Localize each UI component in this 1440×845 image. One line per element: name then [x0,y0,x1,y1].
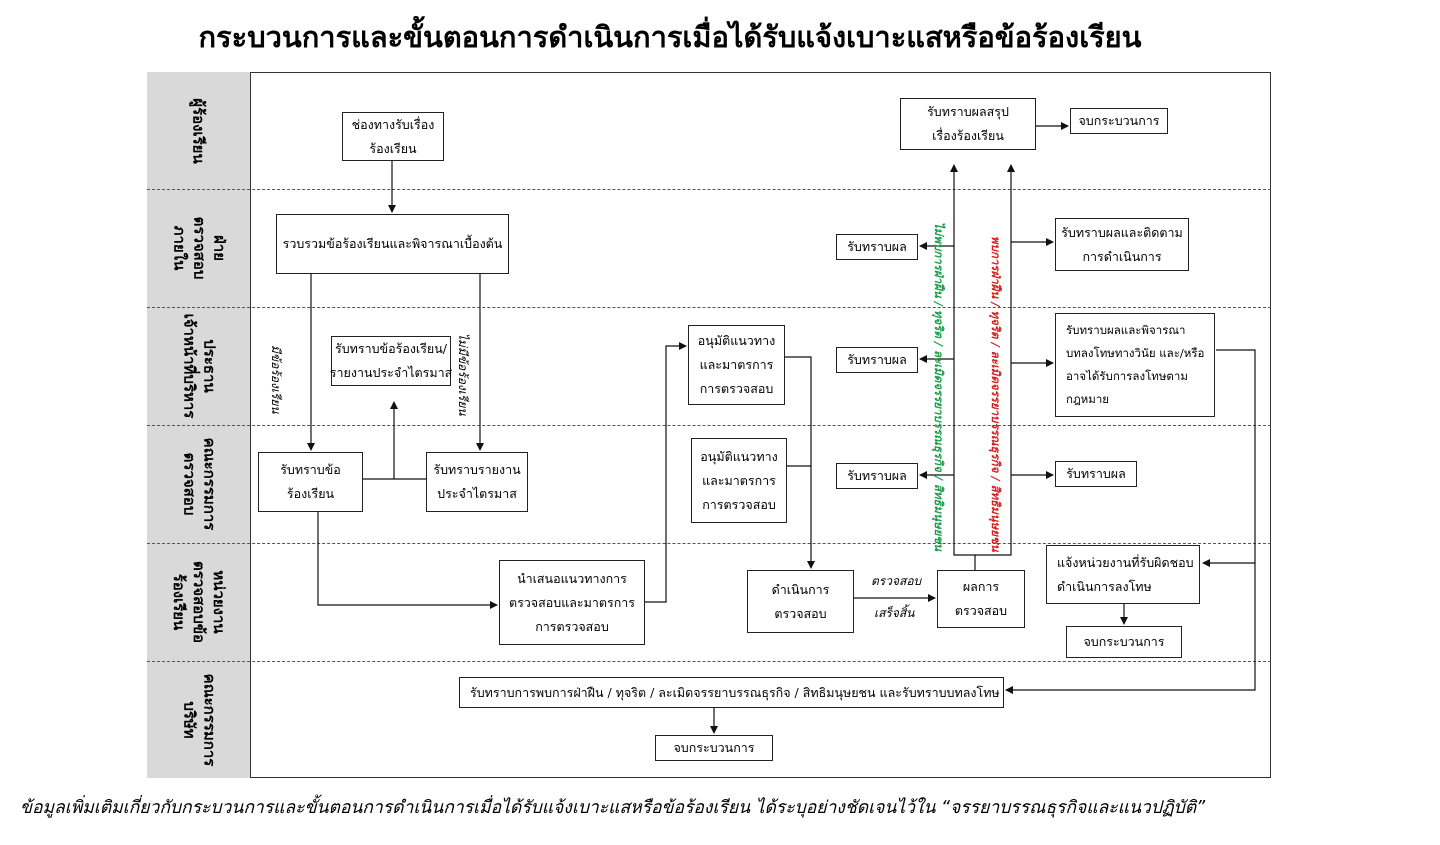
box-ceo-ack-result: รับทราบผล [836,347,918,373]
lane-separator [147,189,1271,190]
lane-separator [147,661,1271,662]
label-has-complaint: มีข้อร้องเรียน [269,345,283,414]
footer-note: ข้อมูลเพิ่มเติมเกี่ยวกับกระบวนการและขั้น… [20,798,1206,818]
box-complaint-channel: ช่องทางรับเรื่อง ร้องเรียน [342,112,444,161]
box-ceo-acknowledge: รับทราบข้อร้องเรียน/ รายงานประจำไตรมาส [330,336,452,386]
arrow-ac-ack-to-propose [317,512,498,609]
label-found-violation: พบการฝ่าฝืน / ทุจริต / ละเมิดจรรยาบรรณธุ… [989,236,1003,552]
box-collect-review: รวบรวมข้อร้องเรียนและพิจารณาเบื้องต้น [276,214,509,274]
box-investigate: ดำเนินการ ตรวจสอบ [747,570,854,633]
box-notify-responsible: แจ้งหน่วยงานที่รับผิดชอบ ดำเนินการลงโทษ [1046,545,1200,604]
box-ac-acknowledge-complaint: รับทราบข้อ ร้องเรียน [258,452,363,512]
arrow-propose-to-ceo-approve [645,342,687,603]
lane-separator [147,543,1271,544]
box-ceo-discipline: รับทราบผลและพิจารณา บทลงโทษทางวินัย และ/… [1055,313,1215,417]
box-end-top: จบกระบวนการ [1070,108,1168,134]
label-no-complaint: ไม่มีข้อร้องเรียน [456,333,470,416]
page-title: กระบวนการและขั้นตอนการดำเนินการเมื่อได้ร… [198,20,1142,54]
arrow-ceo-approve-to-investigate [785,356,815,569]
box-end-board: จบกระบวนการ [655,735,773,761]
box-result: ผลการ ตรวจสอบ [937,570,1025,628]
box-ia-follow-up: รับทราบผลและติดตาม การดำเนินการ [1055,218,1189,271]
box-board-acknowledge: รับทราบการพบการฝ่าฝืน / ทุจริต / ละเมิดจ… [459,677,1004,708]
label-inspect: ตรวจสอบ [871,574,922,588]
box-summary: รับทราบผลสรุป เรื่องร้องเรียน [900,98,1036,150]
box-ac-approve: อนุมัติแนวทาง และมาตรการ การตรวจสอบ [691,438,787,523]
label-done: เสร็จสิ้น [874,606,915,620]
box-ac-ack-result: รับทราบผล [836,463,918,489]
arrow-notfound-to-summary [950,164,976,570]
box-ia-ack-result: รับทราบผล [836,234,918,260]
label-not-found-violation: ไม่พบการฝ่าฝืน / ทุจริต / ละเมิดจรรยาบรร… [932,222,946,551]
box-ac-quarterly-report: รับทราบรายงาน ประจำไตรมาส [426,452,528,512]
arrow-found-to-summary [975,164,1015,556]
lane-separator [147,425,1271,426]
lane-separator [147,307,1271,308]
box-end-unit: จบกระบวนการ [1066,626,1182,658]
arrow-punish-to-board [1005,349,1256,694]
box-ac-ack-right: รับทราบผล [1055,461,1137,487]
box-propose-approach: นำเสนอแนวทางการ ตรวจสอบและมาตรการ การตรว… [499,560,645,645]
box-ceo-approve: อนุมัติแนวทาง และมาตรการ การตรวจสอบ [688,325,785,405]
